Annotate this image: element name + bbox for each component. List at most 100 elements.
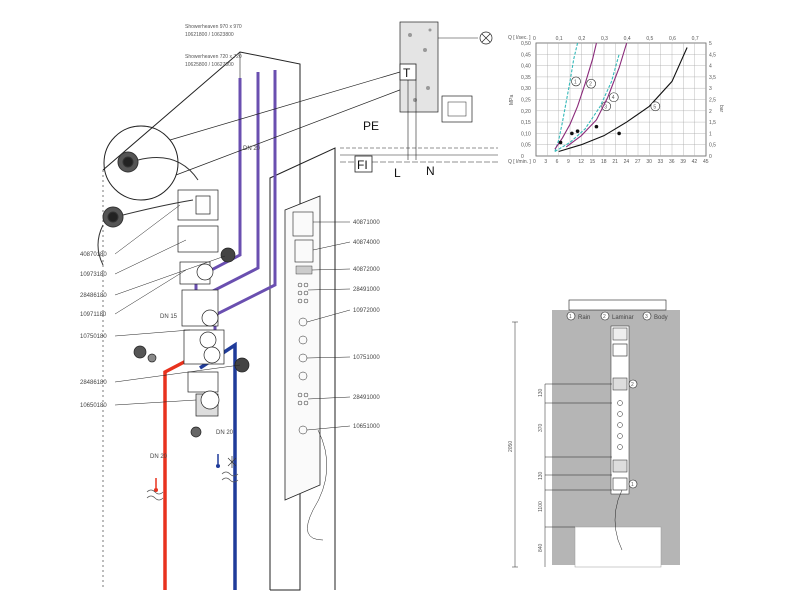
chart-x-top-tick: 0,5	[646, 36, 653, 42]
chart-y-left-tick: 0,45	[521, 52, 531, 58]
chart-x-bottom-tick: 15	[590, 159, 596, 165]
dim-total: 2050	[508, 441, 514, 452]
chart-x-bottom-unit: Q [ l/min. ]	[508, 159, 531, 165]
n-label: N	[426, 164, 435, 178]
chart-series-5	[558, 47, 688, 153]
chart-marker-4	[575, 129, 580, 133]
right-part-2: 40872000	[353, 267, 380, 273]
chart-y-right-tick: 4,5	[709, 52, 716, 58]
legend-body-num: 3	[645, 314, 648, 320]
chart-y-left-tick: 0,40	[521, 64, 531, 70]
dim-d2: 370	[538, 423, 544, 432]
chart-y-left-tick: 0,35	[521, 75, 531, 81]
chart-x-bottom-tick: 33	[658, 159, 664, 165]
legend-laminar-num: 2	[603, 314, 606, 320]
fi-label: FI	[357, 158, 368, 172]
header-line-1: Showerheaven 970 x 970	[185, 24, 242, 30]
chart-series-3	[554, 54, 620, 152]
l-label: L	[394, 166, 401, 180]
header-line-4: 10625800 / 10627800	[185, 62, 234, 68]
right-part-4: 10972000	[353, 308, 380, 314]
chart-series-label-4: 4	[612, 95, 615, 101]
chart-series-badge	[650, 101, 661, 112]
left-part-1: 10973180	[80, 272, 107, 278]
chart-x-bottom-tick: 12	[578, 159, 584, 165]
chart-marker-2	[558, 140, 563, 145]
chart-x-top-tick: 0	[533, 36, 536, 42]
chart-x-top-tick: 0,6	[669, 36, 676, 42]
chart-y-right-tick: 0	[709, 154, 712, 160]
chart-x-bottom-tick: 0	[533, 159, 536, 165]
chart-x-top-tick: 0,1	[556, 36, 563, 42]
chart-y-right-tick: 3,5	[709, 75, 716, 81]
right-part-labels: 40871000 40874000 40872000 28491000 1097…	[353, 220, 380, 430]
chart-y-left-tick: 0,10	[521, 131, 531, 137]
chart-ylabel-left: MPa	[509, 95, 515, 106]
chart-marker-5	[617, 131, 621, 136]
chart-y-left-tick: 0	[521, 154, 524, 160]
left-part-2: 28486180	[80, 293, 107, 299]
dim-d5: 840	[538, 543, 544, 552]
dim-d3: 130	[538, 471, 544, 480]
chart-y-right-tick: 2,5	[709, 98, 716, 104]
left-part-6: 10650180	[80, 403, 107, 409]
chart-series-badge	[571, 76, 581, 87]
chart-y-right-tick: 1	[709, 131, 712, 137]
chart-x-bottom-tick: 30	[646, 159, 652, 165]
right-part-7: 10651000	[353, 424, 380, 430]
left-part-4: 10750180	[80, 334, 107, 340]
dn20-top-label: DN 20	[243, 146, 261, 152]
left-leader-lines	[114, 204, 241, 406]
dn20-hot-label: DN 20	[150, 454, 168, 460]
chart-x-bottom-tick: 42	[692, 159, 698, 165]
hot-water-pipe	[163, 358, 189, 590]
left-part-5: 28486180	[80, 380, 107, 386]
chart-y-left-tick: 0,25	[521, 98, 531, 104]
thermostat-label: T	[403, 66, 411, 80]
right-part-1: 40874000	[353, 240, 380, 246]
chart-x-top-unit: Q [ l/sec. ]	[508, 35, 531, 41]
chart-series-label-1: 1	[574, 79, 577, 85]
chart-x-bottom-tick: 27	[635, 159, 641, 165]
dim-d4: 1100	[538, 501, 544, 512]
right-part-5: 10751000	[353, 355, 380, 361]
chart-y-left-tick: 0,50	[521, 41, 531, 47]
legend-rain-num: 1	[569, 314, 572, 320]
header-line-2: 10621800 / 10623800	[185, 32, 234, 38]
chart-series-4	[565, 42, 628, 148]
chart-y-left-tick: 0,15	[521, 120, 531, 126]
dim-d1: 130	[538, 388, 544, 397]
hot-water-symbol	[146, 478, 164, 501]
chart-series-1	[554, 42, 579, 152]
shower-panel-iso	[284, 195, 328, 541]
chart-x-top-tick: 0,4	[624, 36, 631, 42]
legend-rain-label: Rain	[578, 315, 590, 321]
header-labels: Showerheaven 970 x 970 10621800 / 106238…	[185, 24, 242, 68]
left-part-0: 40870180	[80, 252, 107, 258]
chart-x-bottom-tick: 39	[680, 159, 686, 165]
panel-marker-2: 2	[631, 382, 634, 388]
wiring-detail: T PE FI L N	[340, 21, 498, 180]
chart-x-bottom-tick: 9	[567, 159, 570, 165]
legend-laminar-label: Laminar	[612, 315, 634, 321]
chart-series-badge	[586, 78, 596, 89]
chart-y-left-tick: 0,30	[521, 86, 531, 92]
right-leader-lines	[306, 221, 351, 431]
dn20-cold-label: DN 20	[216, 430, 234, 436]
chart-y-left-tick: 0,20	[521, 109, 531, 115]
right-part-6: 28491000	[353, 395, 380, 401]
chart-y-right-tick: 4	[709, 64, 712, 70]
cable-coils	[97, 151, 199, 266]
left-part-3: 10971180	[80, 312, 107, 318]
chart-x-top-tick: 0,3	[601, 36, 608, 42]
pe-label: PE	[363, 119, 379, 133]
chart-x-bottom-tick: 3	[544, 159, 547, 165]
left-part-labels: 40870180 10973180 28486180 10971180 1075…	[80, 252, 107, 409]
chart-x-bottom-tick: 24	[624, 159, 630, 165]
chart-y-right-tick: 2	[709, 109, 712, 115]
chart-x-bottom-tick: 36	[669, 159, 675, 165]
